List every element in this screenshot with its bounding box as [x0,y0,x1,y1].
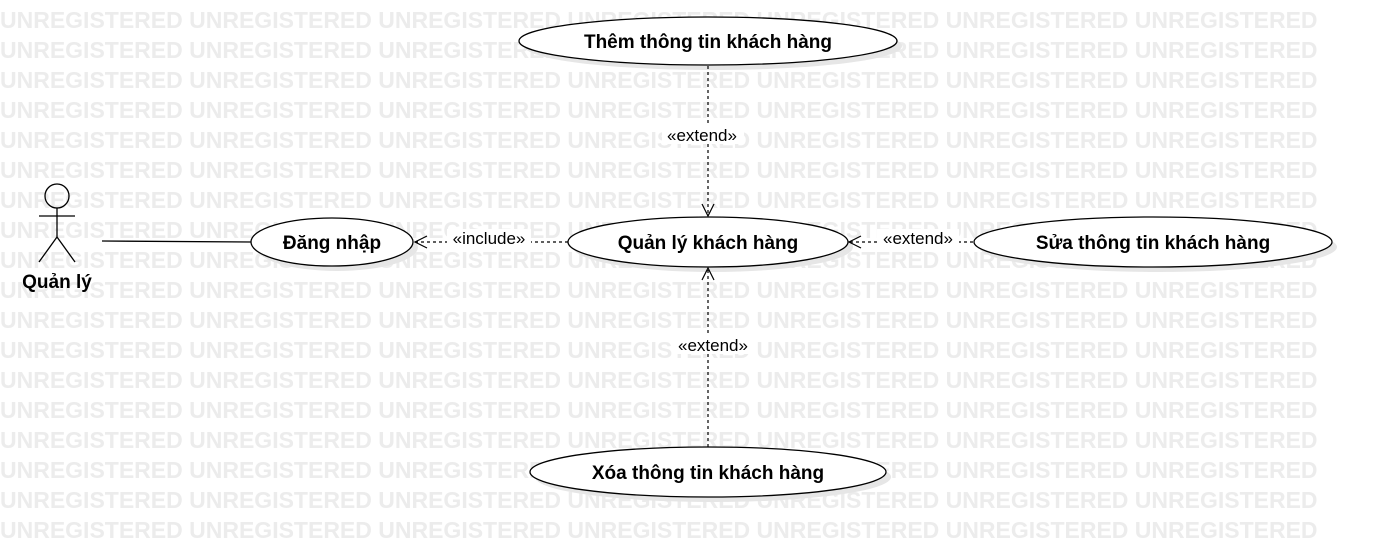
usecase-xoa-thong-tin[interactable]: Xóa thông tin khách hàng [529,446,891,502]
extend-label: «extend» [678,336,748,355]
actor-label: Quản lý [22,272,92,293]
include-arrowhead [413,235,428,249]
actor-right-leg [56,236,76,263]
include-relationship: «include» [413,229,568,249]
usecase-label: Đăng nhập [283,233,381,254]
extend-label: «extend» [667,126,737,145]
usecase-ellipse [973,216,1333,268]
usecase-them-thong-tin[interactable]: Thêm thông tin khách hàng [518,16,902,70]
watermark-row: UNREGISTERED UNREGISTERED UNREGISTERED U… [0,97,1318,123]
extend-them-relationship: «extend» [662,66,744,218]
extend-arrowhead [847,235,862,249]
extend-xoa-relationship: «extend» [672,266,754,447]
watermark-row: UNREGISTERED UNREGISTERED UNREGISTERED U… [0,157,1318,183]
usecase-label: Sửa thông tin khách hàng [1036,233,1270,254]
association-line [101,240,252,243]
watermark-row: UNREGISTERED UNREGISTERED UNREGISTERED U… [0,517,1318,543]
extend-sua-relationship: «extend» [847,229,973,249]
include-label: «include» [453,229,526,248]
include-label-bg [447,229,531,247]
watermark-row: UNREGISTERED UNREGISTERED UNREGISTERED U… [0,367,1318,393]
watermark-row: UNREGISTERED UNREGISTERED UNREGISTERED U… [0,67,1318,93]
watermark-row: UNREGISTERED UNREGISTERED UNREGISTERED U… [0,277,1318,303]
extend-arrowhead [701,266,715,281]
extend-arrowhead [701,203,715,218]
usecase-label: Quản lý khách hàng [618,233,799,254]
usecase-quan-ly-khach-hang[interactable]: Quản lý khách hàng [567,216,853,272]
actor-left-leg [38,236,58,263]
watermark-row: UNREGISTERED UNREGISTERED UNREGISTERED U… [0,337,1318,363]
watermark-row: UNREGISTERED UNREGISTERED UNREGISTERED U… [0,187,1318,213]
usecase-dang-nhap[interactable]: Đăng nhập [250,217,418,271]
watermark-row: UNREGISTERED UNREGISTERED UNREGISTERED U… [0,307,1318,333]
extend-label-bg [877,229,959,247]
usecase-ellipse [518,16,898,66]
extend-label-bg [662,126,744,144]
usecase-sua-thong-tin[interactable]: Sửa thông tin khách hàng [973,216,1337,272]
watermark-row: UNREGISTERED UNREGISTERED UNREGISTERED U… [0,127,1318,153]
actor-quan-ly[interactable]: Quản lý [22,183,92,293]
extend-label-bg [672,336,754,354]
watermark-row: UNREGISTERED UNREGISTERED UNREGISTERED U… [0,397,1318,423]
extend-label: «extend» [883,229,953,248]
usecase-ellipse [250,217,414,267]
usecase-label: Thêm thông tin khách hàng [584,32,832,53]
usecase-label: Xóa thông tin khách hàng [592,463,824,484]
